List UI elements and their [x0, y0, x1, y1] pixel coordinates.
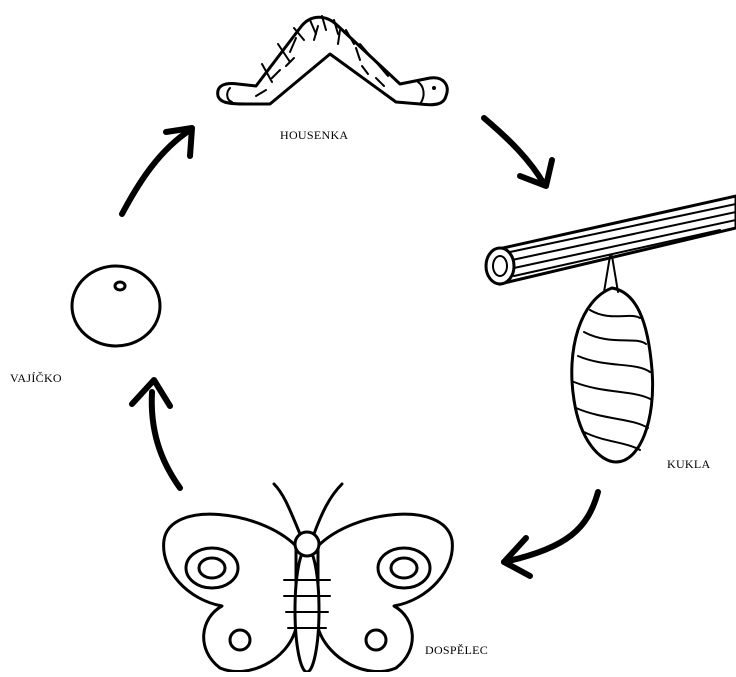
cycle-arrow-icon [484, 118, 552, 186]
stage-label-pupa: KUKLA [667, 457, 711, 472]
cycle-arrow-icon [504, 492, 598, 576]
cycle-arrow-icon [132, 380, 180, 488]
butterfly-icon [164, 484, 453, 672]
caterpillar-icon [218, 16, 448, 105]
egg-icon [72, 266, 160, 346]
pupa-on-branch-icon [486, 196, 736, 462]
stage-label-larva: HOUSENKA [280, 128, 348, 143]
cycle-arrow-icon [122, 128, 192, 214]
stage-label-egg: VAJÍČKO [10, 371, 62, 386]
stage-label-adult: DOSPĚLEC [425, 643, 488, 658]
